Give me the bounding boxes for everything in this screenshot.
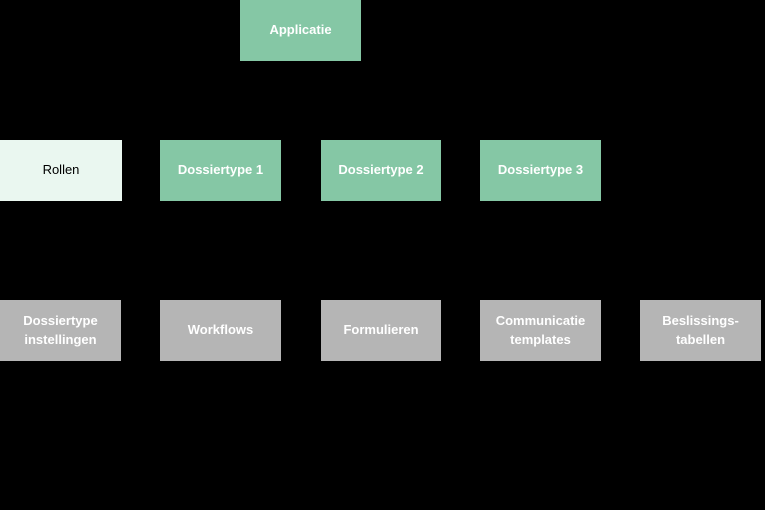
node-label: Communicatie templates [495, 312, 586, 347]
node-label: Dossiertype 2 [338, 162, 424, 178]
node-applicatie[interactable]: Applicatie [240, 0, 361, 61]
node-label: Dossiertype 1 [177, 162, 264, 178]
node-label: Workflows [187, 322, 254, 338]
node-label: Applicatie [269, 22, 332, 38]
node-workflows[interactable]: Workflows [160, 300, 281, 361]
node-dossiertype-1[interactable]: Dossiertype 1 [160, 140, 281, 201]
node-label: Rollen [42, 162, 80, 178]
node-label: Dossiertype instellingen [23, 312, 98, 347]
node-label: Dossiertype 3 [497, 162, 584, 178]
node-label: Formulieren [343, 322, 419, 338]
node-formulieren[interactable]: Formulieren [321, 300, 441, 361]
node-dossiertype-2[interactable]: Dossiertype 2 [321, 140, 441, 201]
node-dossiertype-3[interactable]: Dossiertype 3 [480, 140, 601, 201]
node-beslissingstabellen[interactable]: Beslissings-tabellen [640, 300, 761, 361]
node-label: Beslissings-tabellen [662, 312, 739, 347]
node-rollen[interactable]: Rollen [0, 140, 122, 201]
node-communicatie-templates[interactable]: Communicatie templates [480, 300, 601, 361]
node-dossiertype-instellingen[interactable]: Dossiertype instellingen [0, 300, 121, 361]
